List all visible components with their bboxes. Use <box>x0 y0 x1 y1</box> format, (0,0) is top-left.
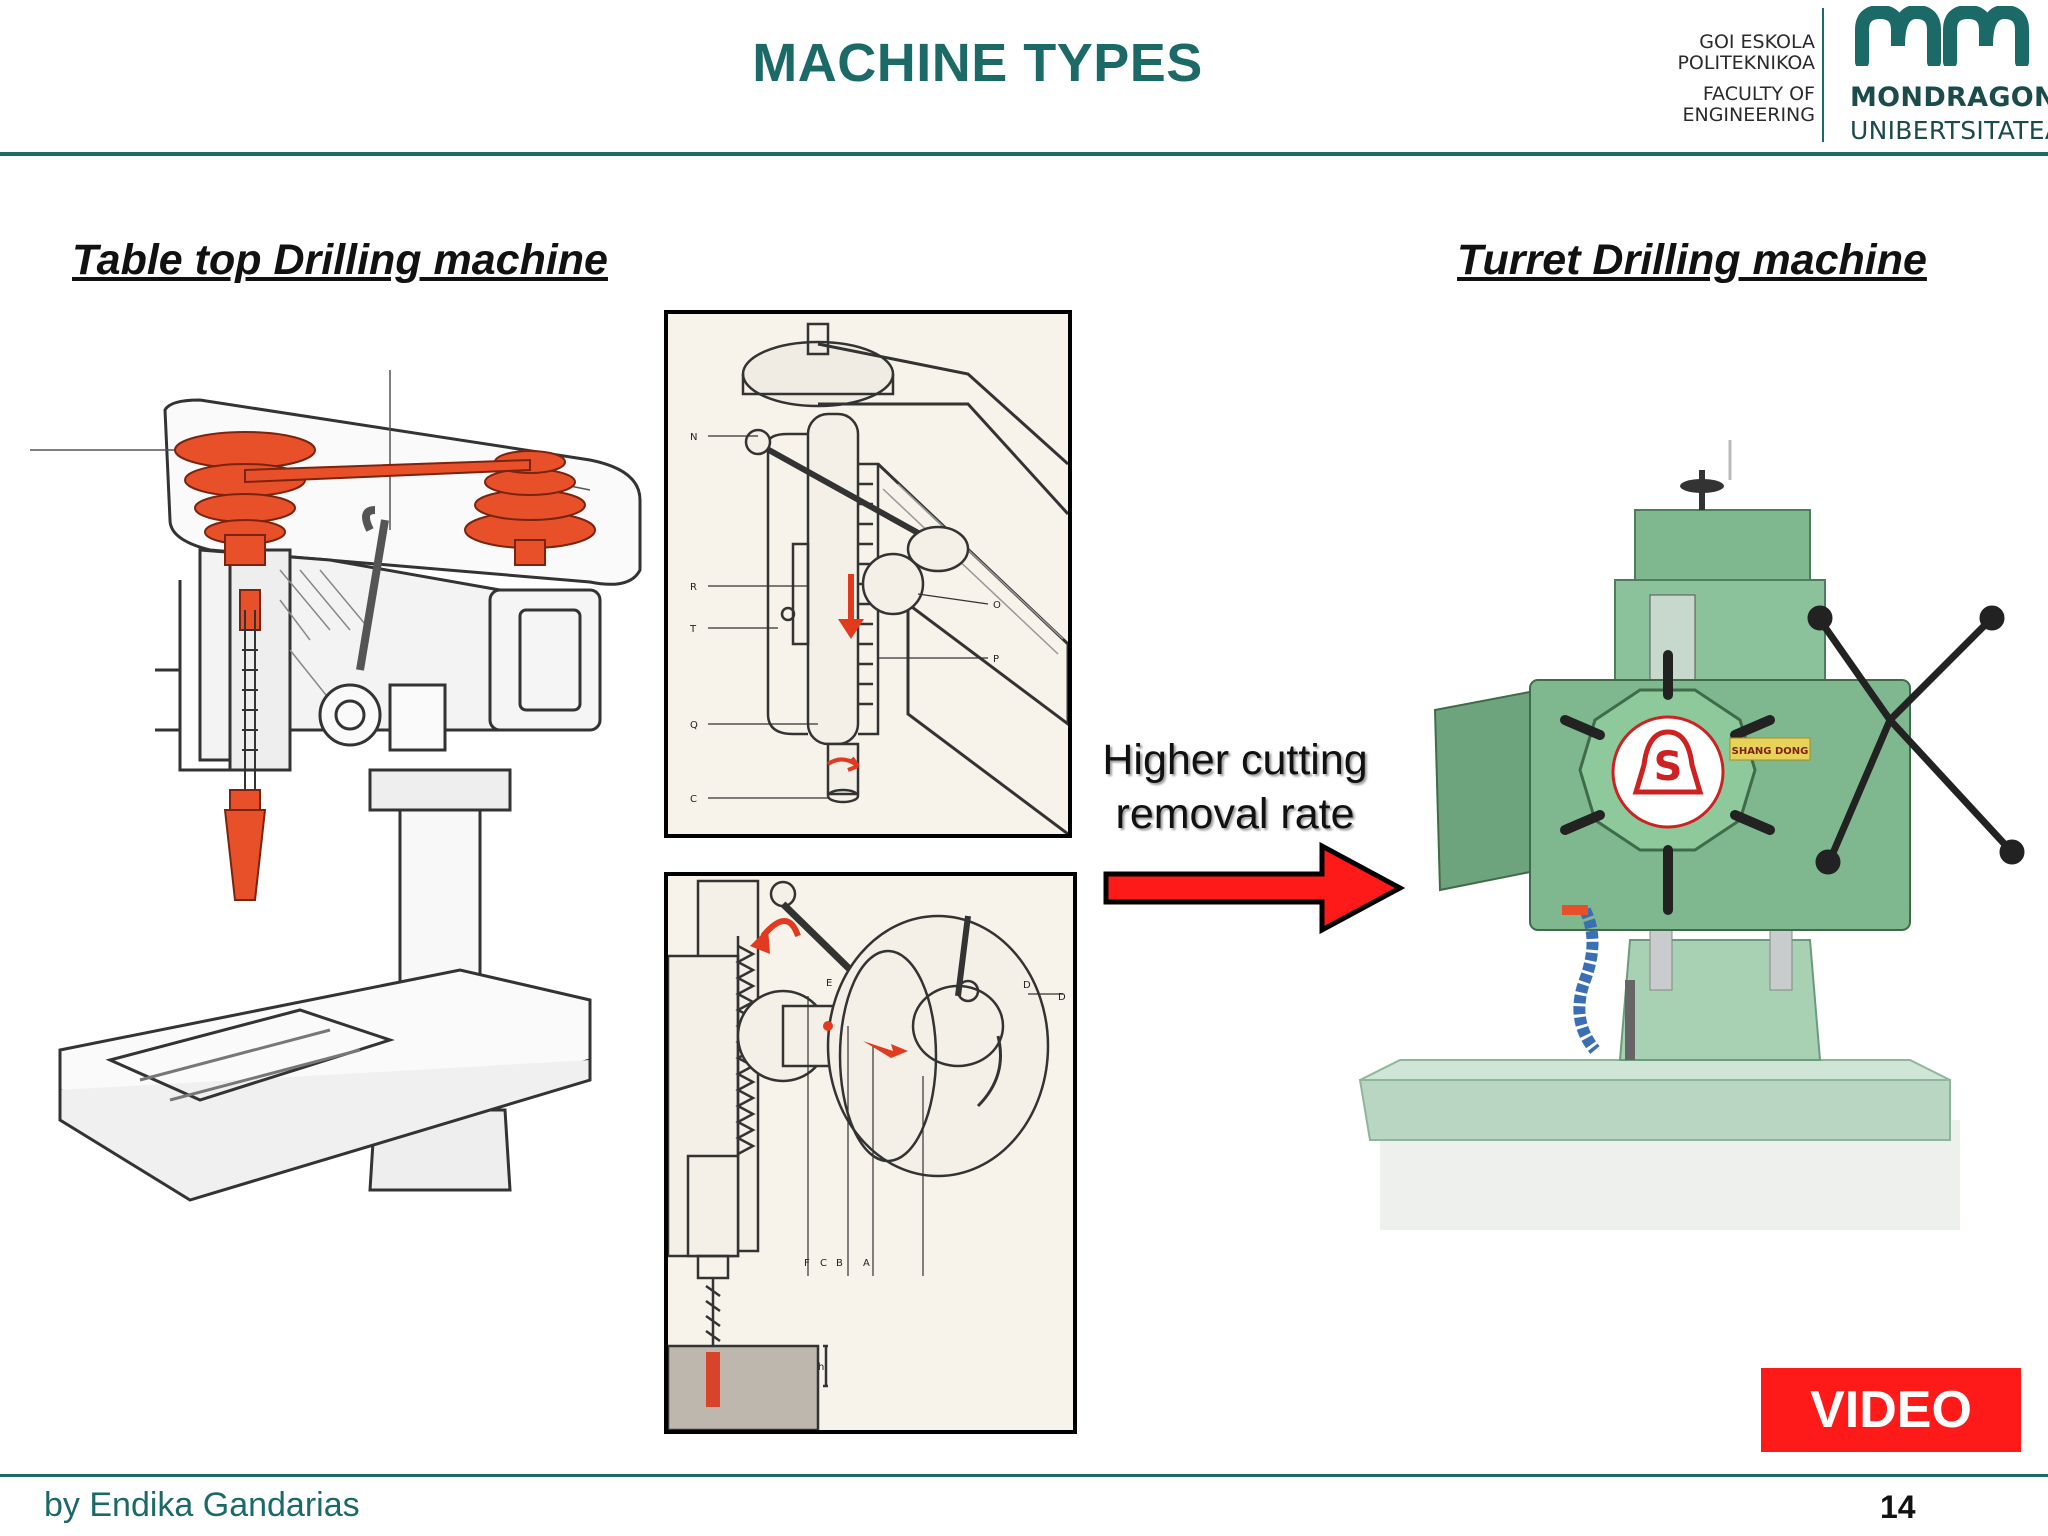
label-e: E <box>826 978 832 989</box>
logo-brand-main: MONDRAGON <box>1850 82 2048 113</box>
feed-mechanism-drawing-bottom: E D D F C B A h <box>668 879 1066 1430</box>
university-logo: GOI ESKOLA POLITEKNIKOA FACULTY OF ENGIN… <box>1660 6 2048 150</box>
label-o: O <box>993 600 1001 611</box>
label-t: T <box>689 624 697 635</box>
label-c: C <box>690 794 697 805</box>
feed-mechanism-diagram-top: N R T Q C O P <box>664 310 1072 838</box>
label-n: N <box>690 432 697 443</box>
footer-divider <box>0 1474 2048 1477</box>
machine-plate-label: SHANG DONG <box>1732 746 1809 757</box>
left-section-title: Table top Drilling machine <box>72 236 608 284</box>
label-r: R <box>690 582 697 593</box>
label-d2: D <box>1058 992 1066 1003</box>
table-top-drill-illustration <box>30 370 642 1202</box>
feed-mechanism-drawing-top: N R T Q C O P <box>689 322 1068 834</box>
machine-badge-label: S <box>1654 744 1683 790</box>
label-f: F <box>804 1258 810 1269</box>
arrow-caption-line-2: removal rate <box>1115 790 1355 838</box>
footer-author: by Endika Gandarias <box>44 1486 360 1524</box>
arrow-caption: Higher cutting removal rate <box>1080 733 1390 841</box>
logo-brand-sub: UNIBERTSITATEA <box>1850 116 2048 145</box>
logo-school-name: GOI ESKOLA POLITEKNIKOA <box>1677 31 1815 74</box>
header-divider <box>0 152 2048 156</box>
right-section-title: Turret Drilling machine <box>1457 236 1927 284</box>
logo-faculty-name: FACULTY OF ENGINEERING <box>1682 83 1815 126</box>
logo-divider <box>1822 8 1824 142</box>
label-q: Q <box>690 720 698 731</box>
turret-drill-illustration: SHANG DONG S <box>1358 440 2025 1230</box>
label-d1: D <box>1023 980 1031 991</box>
right-arrow-icon <box>1103 841 1406 935</box>
video-button[interactable]: VIDEO <box>1761 1368 2021 1452</box>
feed-mechanism-diagram-bottom: E D D F C B A h <box>664 872 1077 1434</box>
label-h: h <box>818 1362 824 1373</box>
label-a: A <box>863 1258 870 1269</box>
page-title: MACHINE TYPES <box>752 33 1203 93</box>
label-p: P <box>993 654 999 665</box>
mondragon-logo-mark <box>1855 6 2029 66</box>
label-b: B <box>836 1258 843 1269</box>
arrow-caption-line-1: Higher cutting <box>1102 736 1368 784</box>
page-number: 14 <box>1880 1489 1916 1525</box>
label-c-bottom: C <box>820 1258 827 1269</box>
